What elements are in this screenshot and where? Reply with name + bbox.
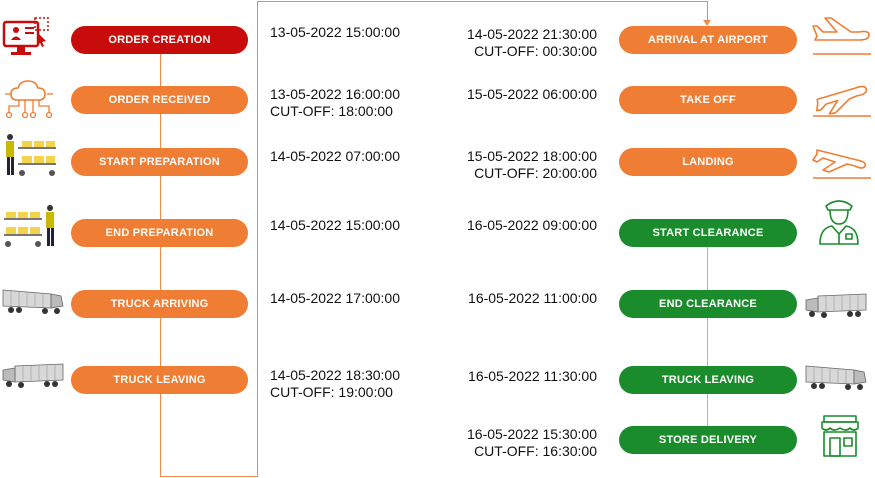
cutoff-value: CUT-OFF: 19:00:00 [270, 384, 393, 400]
step-order-creation: ORDER CREATION [71, 26, 248, 54]
cutoff-value: CUT-OFF: 20:00:00 [474, 165, 597, 181]
truck-icon [1, 284, 65, 318]
time-value: 14-05-2022 15:00:00 [270, 217, 400, 233]
airplane-icon [811, 14, 873, 58]
step-store-delivery: STORE DELIVERY [619, 426, 797, 454]
timestamp-landing: 15-05-2022 18:00:00 CUT-OFF: 20:00:00 [467, 148, 597, 182]
time-value: 14-05-2022 18:30:00 [270, 367, 400, 383]
connector-middle-vertical [257, 1, 258, 477]
time-value: 15-05-2022 06:00:00 [467, 86, 597, 102]
time-value: 16-05-2022 11:00:00 [468, 290, 597, 306]
computer-monitor-icon [2, 16, 52, 58]
step-truck-leaving-right: TRUCK LEAVING [619, 366, 797, 394]
timestamp-truck-leaving-right: 16-05-2022 11:30:00 [468, 368, 597, 385]
timestamp-truck-leaving-left: 14-05-2022 18:30:00 CUT-OFF: 19:00:00 [270, 367, 400, 401]
connector-right-down [707, 1, 708, 22]
time-value: 14-05-2022 21:30:00 [467, 26, 597, 42]
step-take-off: TAKE OFF [619, 86, 797, 114]
timestamp-order-received: 13-05-2022 16:00:00 CUT-OFF: 18:00:00 [270, 86, 400, 120]
step-arrival-at-airport: ARRIVAL AT AIRPORT [619, 26, 797, 54]
worker-with-cart-icon [2, 133, 58, 179]
connector-top [257, 1, 708, 2]
connector-right-green [707, 246, 708, 426]
timestamp-end-preparation: 14-05-2022 15:00:00 [270, 217, 400, 234]
step-landing: LANDING [619, 148, 797, 176]
timestamp-arrival-at-airport: 14-05-2022 21:30:00 CUT-OFF: 00:30:00 [467, 26, 597, 60]
truck-icon [804, 360, 868, 394]
timestamp-truck-arriving: 14-05-2022 17:00:00 [270, 290, 400, 307]
airplane-icon [811, 74, 873, 118]
cutoff-value: CUT-OFF: 18:00:00 [270, 103, 393, 119]
connector-left-vertical [160, 54, 161, 477]
truck-icon [804, 288, 868, 322]
step-end-clearance: END CLEARANCE [619, 290, 797, 318]
worker-with-cart-icon [2, 204, 58, 250]
connector-arrowhead [703, 20, 711, 26]
timestamp-store-delivery: 16-05-2022 15:30:00 CUT-OFF: 16:30:00 [467, 426, 597, 460]
cutoff-value: CUT-OFF: 16:30:00 [474, 443, 597, 459]
timestamp-end-clearance: 16-05-2022 11:00:00 [468, 290, 597, 307]
time-value: 14-05-2022 07:00:00 [270, 148, 400, 164]
cutoff-value: CUT-OFF: 00:30:00 [474, 43, 597, 59]
time-value: 15-05-2022 18:00:00 [467, 148, 597, 164]
cloud-network-icon [3, 78, 55, 122]
time-value: 13-05-2022 15:00:00 [270, 24, 400, 40]
time-value: 16-05-2022 11:30:00 [468, 368, 597, 384]
timestamp-order-creation: 13-05-2022 15:00:00 [270, 24, 400, 41]
truck-icon [1, 358, 65, 392]
store-icon [818, 414, 862, 458]
airplane-icon [811, 136, 873, 180]
step-start-clearance: START CLEARANCE [619, 219, 797, 247]
step-start-preparation: START PREPARATION [71, 148, 248, 176]
customs-officer-icon [816, 194, 862, 246]
connector-bottom [160, 476, 258, 477]
timestamp-start-preparation: 14-05-2022 07:00:00 [270, 148, 400, 165]
time-value: 16-05-2022 09:00:00 [467, 217, 597, 233]
step-end-preparation: END PREPARATION [71, 219, 248, 247]
time-value: 16-05-2022 15:30:00 [467, 426, 597, 442]
time-value: 13-05-2022 16:00:00 [270, 86, 400, 102]
timestamp-take-off: 15-05-2022 06:00:00 [467, 86, 597, 103]
timestamp-start-clearance: 16-05-2022 09:00:00 [467, 217, 597, 234]
step-order-received: ORDER RECEIVED [71, 86, 248, 114]
step-truck-arriving: TRUCK ARRIVING [71, 290, 248, 318]
step-truck-leaving-left: TRUCK LEAVING [71, 366, 248, 394]
time-value: 14-05-2022 17:00:00 [270, 290, 400, 306]
